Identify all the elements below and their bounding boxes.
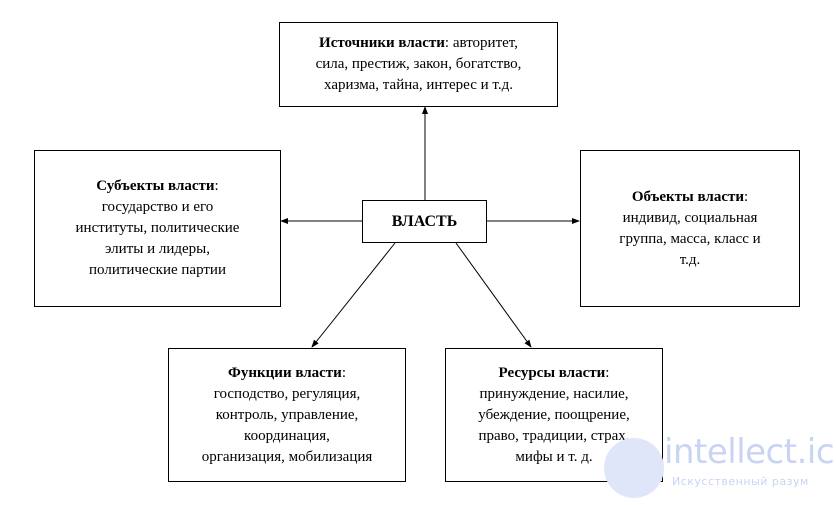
subjects-line: государство и его [101,199,214,215]
resources-line: принуждение, насилие, [479,385,629,402]
sources-line: харизма, тайна, интерес и т.д. [324,77,513,93]
objects-line: т.д. [679,251,701,268]
functions-box: Функции власти: господство, регуляция, к… [168,348,406,482]
arrow-to-resources [455,242,532,348]
objects-line: индивид, социальная [622,209,758,226]
center-box: ВЛАСТЬ [362,200,487,243]
subjects-line: элиты и лидеры, [105,241,210,257]
sources-title: Источники власти [319,35,445,51]
functions-line: координация, [244,427,330,444]
resources-line: право, традиции, страх, [478,427,630,444]
objects-title: Объекты власти [631,188,744,205]
arrow-to-functions [311,242,396,348]
sources-line: : авторитет, [444,35,518,51]
sources-line: сила, престиж, закон, богатство, [315,56,522,72]
functions-line: господство, регуляция, [213,385,361,402]
functions-line: : [341,364,346,381]
resources-title: Ресурсы власти [498,364,606,381]
sources-box: Источники власти: авторитет, сила, прест… [279,22,558,107]
objects-line: : [743,188,749,205]
subjects-line: институты, политические [75,220,240,236]
subjects-line: политические партии [89,262,226,278]
subjects-line: : [214,178,219,194]
resources-box: Ресурсы власти: принуждение, насилие, уб… [445,348,663,482]
objects-box: Объекты власти: индивид, социальная груп… [580,150,800,307]
resources-line: мифы и т. д. [515,448,593,465]
resources-line: : [605,364,610,381]
functions-title: Функции власти [227,364,342,381]
objects-line: группа, масса, класс и [619,230,761,247]
functions-line: организация, мобилизация [201,448,373,465]
subjects-title: Субъекты власти [96,178,215,194]
resources-line: убеждение, поощрение, [478,406,630,423]
subjects-box: Субъекты власти: государство и его инсти… [34,150,281,307]
functions-line: контроль, управление, [215,406,359,423]
center-label: ВЛАСТЬ [391,213,458,230]
